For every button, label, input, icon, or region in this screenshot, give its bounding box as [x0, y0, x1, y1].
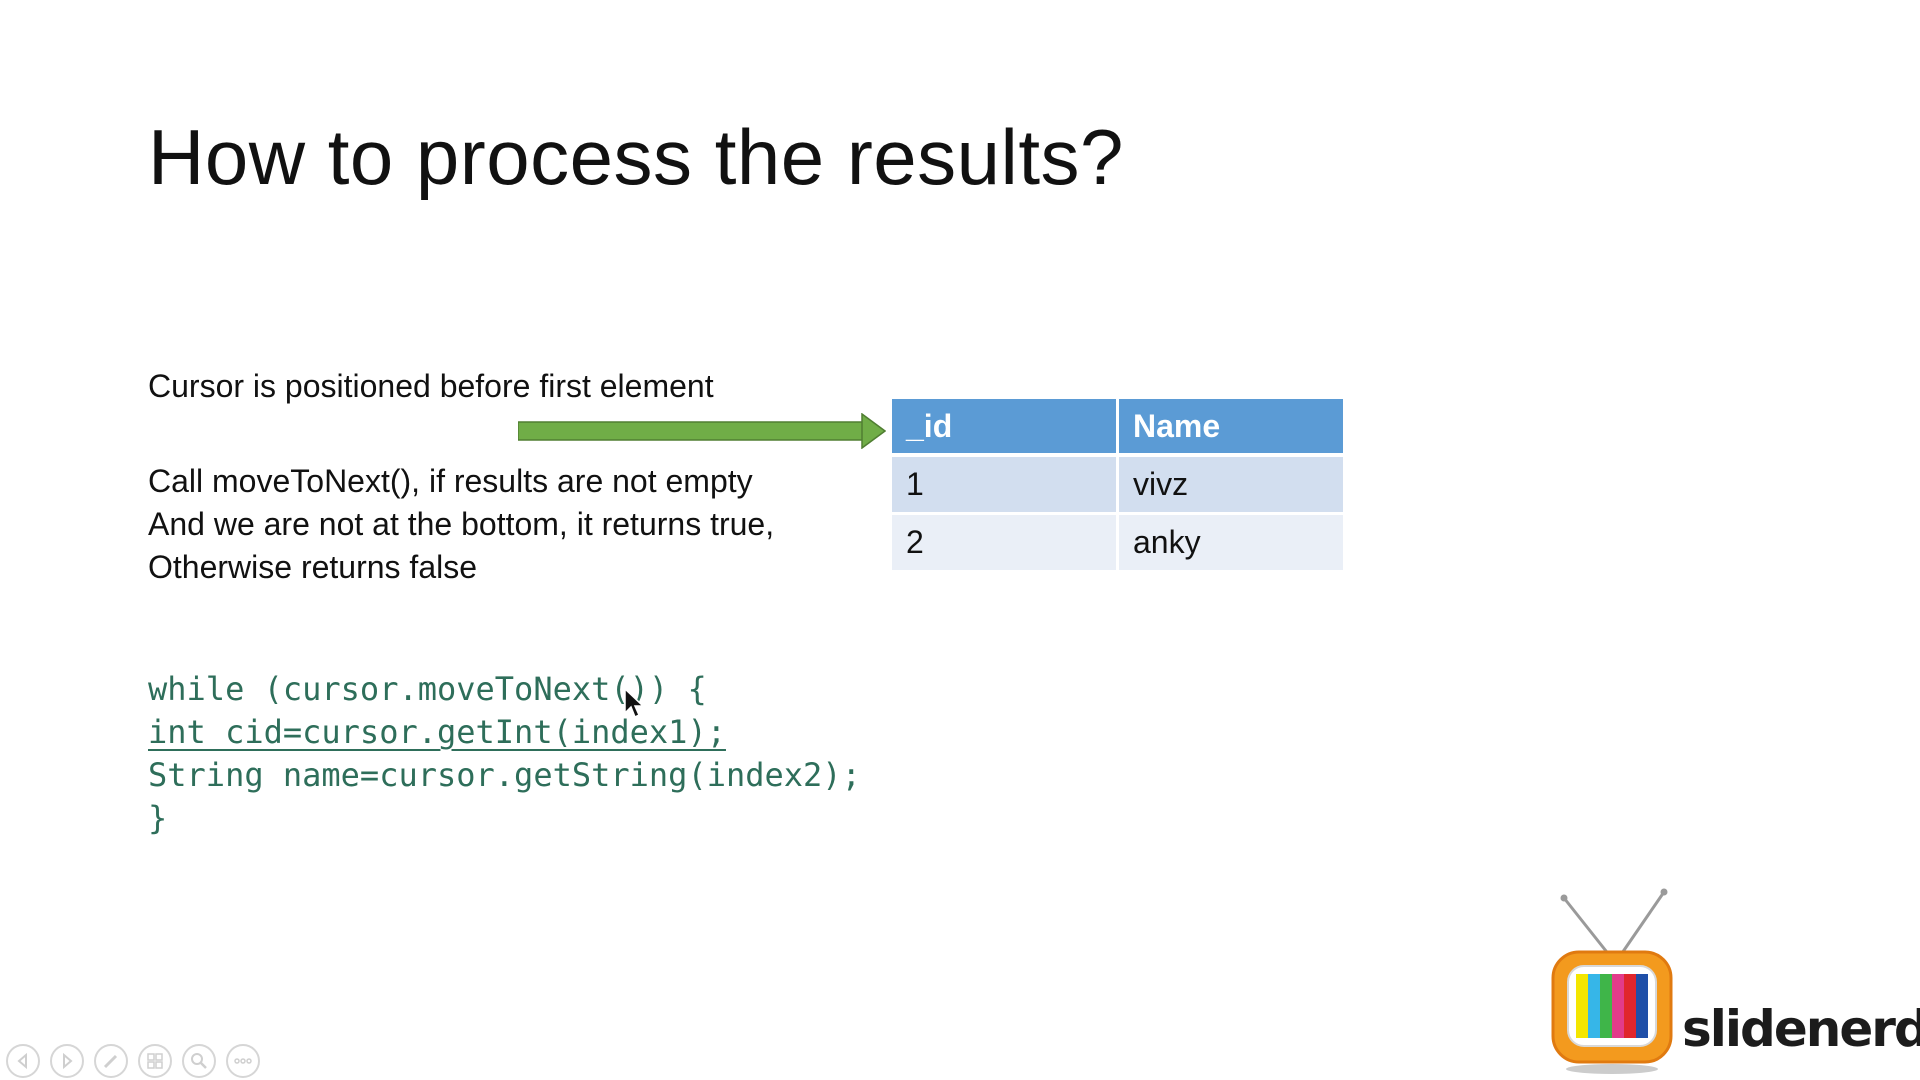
more-options-button[interactable]	[226, 1044, 260, 1078]
slide-sorter-button[interactable]	[138, 1044, 172, 1078]
grid-icon	[147, 1053, 163, 1069]
arrow-left-icon	[17, 1052, 27, 1070]
code-line-3: String name=cursor.getString(index2);	[148, 756, 861, 794]
table-row: 1 vivz	[892, 457, 1343, 515]
slide-title: How to process the results?	[148, 113, 1124, 201]
cursor-note: Cursor is positioned before first elemen…	[148, 368, 714, 404]
table-header-row: _id Name	[892, 399, 1343, 457]
pen-icon	[103, 1054, 118, 1069]
presenter-toolbar	[6, 1044, 260, 1078]
zoom-button[interactable]	[182, 1044, 216, 1078]
column-header-id: _id	[892, 399, 1119, 457]
tv-icon	[1551, 888, 1673, 1074]
arrow-right-icon	[63, 1052, 73, 1070]
code-line-1: while (cursor.moveToNext()) {	[148, 670, 707, 708]
table-cell-name: vivz	[1119, 457, 1343, 515]
pen-tool-button[interactable]	[94, 1044, 128, 1078]
brand-logo-text: slidenerd	[1682, 1000, 1920, 1058]
ellipsis-icon	[234, 1058, 252, 1064]
results-table: _id Name 1 vivz 2 anky	[892, 399, 1343, 573]
previous-slide-button[interactable]	[6, 1044, 40, 1078]
explanation-line-1: Call moveToNext(), if results are not em…	[148, 463, 753, 499]
code-line-2: int cid=cursor.getInt(index1);	[148, 713, 726, 751]
next-slide-button[interactable]	[50, 1044, 84, 1078]
magnifier-icon	[191, 1053, 207, 1069]
explanation-line-2: And we are not at the bottom, it returns…	[148, 506, 775, 542]
table-cell-id: 2	[892, 515, 1119, 573]
table-cell-id: 1	[892, 457, 1119, 515]
column-header-name: Name	[1119, 399, 1343, 457]
table-row: 2 anky	[892, 515, 1343, 573]
table-cell-name: anky	[1119, 515, 1343, 573]
code-line-4: }	[148, 799, 168, 837]
explanation-line-3: Otherwise returns false	[148, 549, 478, 585]
pointer-arrow	[518, 413, 886, 449]
mouse-pointer-icon	[624, 688, 644, 719]
